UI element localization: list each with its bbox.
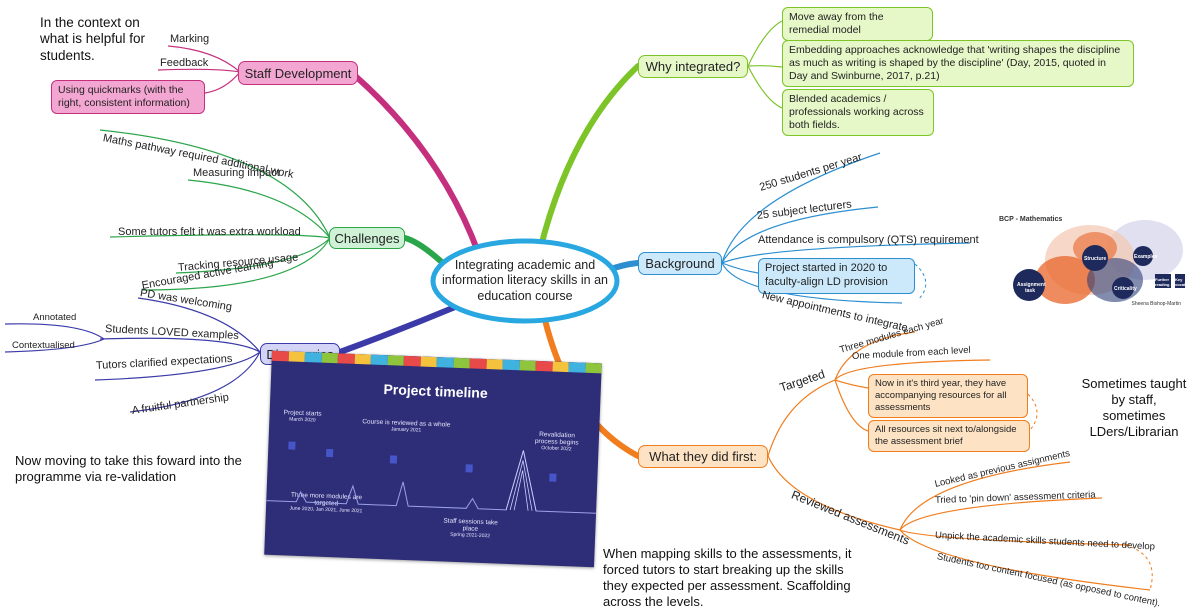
- bcp-criticality: Criticality: [1114, 286, 1137, 292]
- staff-marking[interactable]: Marking: [170, 33, 210, 45]
- note-mapping: When mapping skills to the assessments, …: [603, 546, 852, 609]
- bcp-structure: Structure: [1084, 256, 1107, 262]
- bcp-title: BCP - Mathematics: [999, 216, 1063, 223]
- why-item-1[interactable]: Move away from the remedial model: [782, 7, 933, 42]
- first-third-year[interactable]: Now in it's third year, they have accomp…: [868, 374, 1028, 418]
- node-what-they-did-first[interactable]: What they did first:: [638, 445, 768, 468]
- why-item-2[interactable]: Embedding approaches acknowledge that 'w…: [782, 40, 1134, 88]
- discovery-annotated[interactable]: Annotated: [33, 312, 77, 323]
- note-moving: Now moving to take this foward into the …: [15, 453, 242, 484]
- branch-staff-development: [349, 70, 481, 255]
- branch-discoveries: [337, 302, 463, 355]
- staff-feedback[interactable]: Feedback: [160, 57, 209, 69]
- challenge-3[interactable]: Some tutors felt it was extra workload: [118, 226, 301, 238]
- first-resources[interactable]: All resources sit next to/alongside the …: [868, 420, 1030, 452]
- background-3[interactable]: Attendance is compulsory (QTS) requireme…: [758, 234, 979, 246]
- node-why-integrated[interactable]: Why integrated?: [638, 55, 748, 78]
- bcp-author: Sheena Bishop-Martin: [1131, 301, 1181, 307]
- bcp-assignment: Assignment task: [1017, 282, 1046, 294]
- challenge-2[interactable]: Measuring impact: [193, 167, 280, 179]
- why-item-3[interactable]: Blended academics / professionals workin…: [782, 89, 934, 137]
- bcp-watercolour: [1013, 220, 1185, 304]
- bcp-glossary: Key vocabulary: [1175, 277, 1197, 287]
- discovery-contextualised[interactable]: Contextualised: [12, 340, 75, 351]
- timeline-skyline: [266, 441, 597, 514]
- note-sometimes: Sometimes taught by staff, sometimes LDe…: [1081, 376, 1187, 439]
- central-topic[interactable]: Integrating academic and information lit…: [441, 257, 609, 303]
- node-background[interactable]: Background: [638, 252, 722, 275]
- node-staff-development[interactable]: Staff Development: [238, 61, 358, 85]
- bcp-further: Further reading: [1155, 277, 1170, 287]
- bcp-examples: Examples: [1134, 254, 1158, 260]
- staff-quickmarks[interactable]: Using quickmarks (with the right, consis…: [51, 80, 205, 115]
- background-4[interactable]: Project started in 2020 to faculty-align…: [758, 258, 915, 294]
- note-context: In the context on what is helpful for st…: [40, 15, 146, 63]
- central-topic-ring: [430, 238, 620, 324]
- node-challenges[interactable]: Challenges: [329, 227, 405, 249]
- bcp-mathematics-image: BCP - Mathematics Structure Examples Ass…: [995, 210, 1197, 310]
- branch-why-integrated: [537, 63, 641, 253]
